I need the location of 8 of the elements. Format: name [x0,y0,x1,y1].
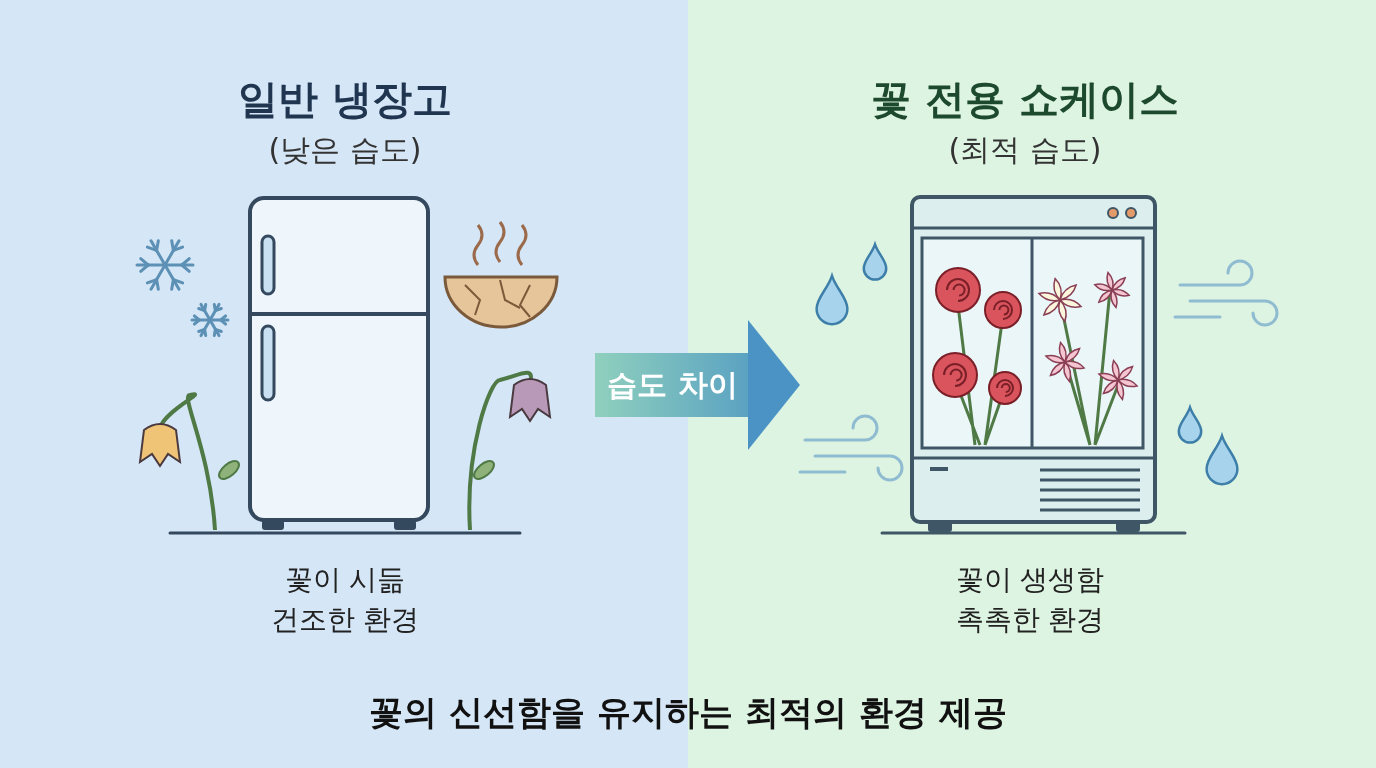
heading: 꽃 전용 쇼케이스 [870,75,1180,124]
heading: 일반 냉장고 [237,75,453,124]
subheading: (최적 습도) [947,131,1103,169]
edge-label: 습도 차이 [606,366,739,404]
node-label: 꽃이 생생함 촉촉한 환경 [954,562,1106,638]
subheading: (낮은 습도) [267,131,423,169]
node-label: 꽃이 시듦 건조한 환경 [269,562,421,638]
summary-text: 꽃의 신선함을 유지하는 최적의 환경 제공 [368,691,1008,734]
